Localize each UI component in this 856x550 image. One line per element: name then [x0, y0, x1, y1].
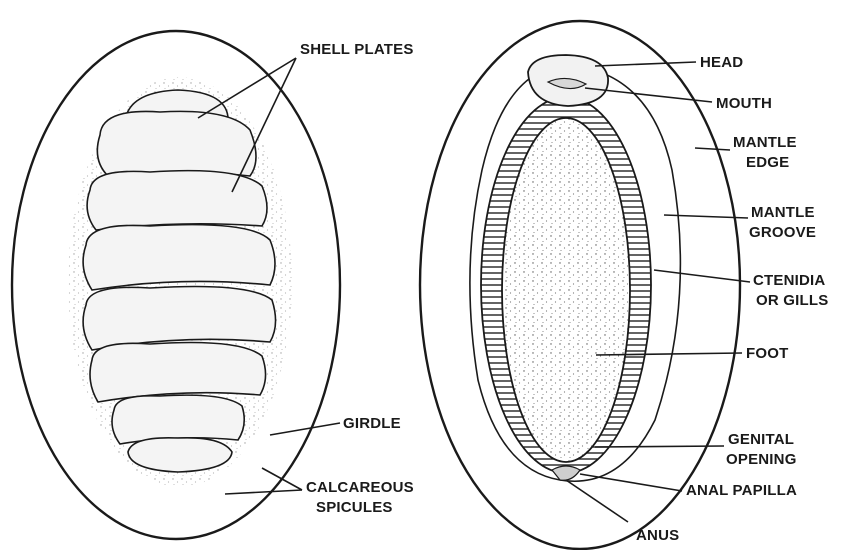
label-mantle-groove-line1: MANTLE	[751, 204, 815, 221]
label-genital-line2: OPENING	[726, 451, 797, 468]
label-anus: ANUS	[636, 527, 679, 544]
label-genital-line1: GENITAL	[728, 431, 794, 448]
label-head: HEAD	[700, 54, 743, 71]
label-mouth: MOUTH	[716, 95, 772, 112]
calcareous-leader-1	[262, 468, 302, 490]
shell-plate-2	[97, 111, 256, 176]
label-mantle-groove-line2: GROOVE	[749, 224, 816, 241]
label-calcareous-line2: SPICULES	[316, 499, 393, 516]
anus-leader	[566, 480, 628, 522]
shell-plate-8	[128, 438, 232, 472]
label-anal-papilla: ANAL PAPILLA	[686, 482, 797, 499]
genital-leader	[595, 446, 724, 447]
shell-plate-7	[112, 395, 244, 444]
head-leader	[595, 62, 696, 66]
shell-plate-3	[87, 171, 267, 230]
label-girdle: GIRDLE	[343, 415, 401, 432]
label-mantle-edge-line1: MANTLE	[733, 134, 797, 151]
mouth-leader	[585, 88, 712, 102]
anal-papilla	[552, 466, 580, 480]
girdle-leader	[270, 423, 340, 435]
shell-plate-4	[83, 225, 275, 290]
label-mantle-edge-line2: EDGE	[746, 154, 789, 171]
shell-plate-6	[90, 343, 266, 403]
label-shell-plates: SHELL PLATES	[300, 41, 414, 58]
label-calcareous-line1: CALCAREOUS	[306, 479, 414, 496]
label-ctenidia-line1: CTENIDIA	[753, 272, 825, 289]
label-ctenidia-line2: OR GILLS	[756, 292, 828, 309]
ventral-view: HEAD MOUTH MANTLE EDGE MANTLE GROOVE CTE…	[420, 21, 828, 549]
foot	[502, 118, 630, 462]
anal-papilla-leader	[580, 474, 682, 491]
label-foot: FOOT	[746, 345, 788, 362]
mantle-edge-leader	[695, 148, 730, 150]
dorsal-view: SHELL PLATES GIRDLE CALCAREOUS SPICULES	[12, 31, 414, 539]
calcareous-leader-2	[225, 490, 302, 494]
ctenidia-leader	[654, 270, 750, 282]
shell-plate-5	[83, 287, 275, 351]
